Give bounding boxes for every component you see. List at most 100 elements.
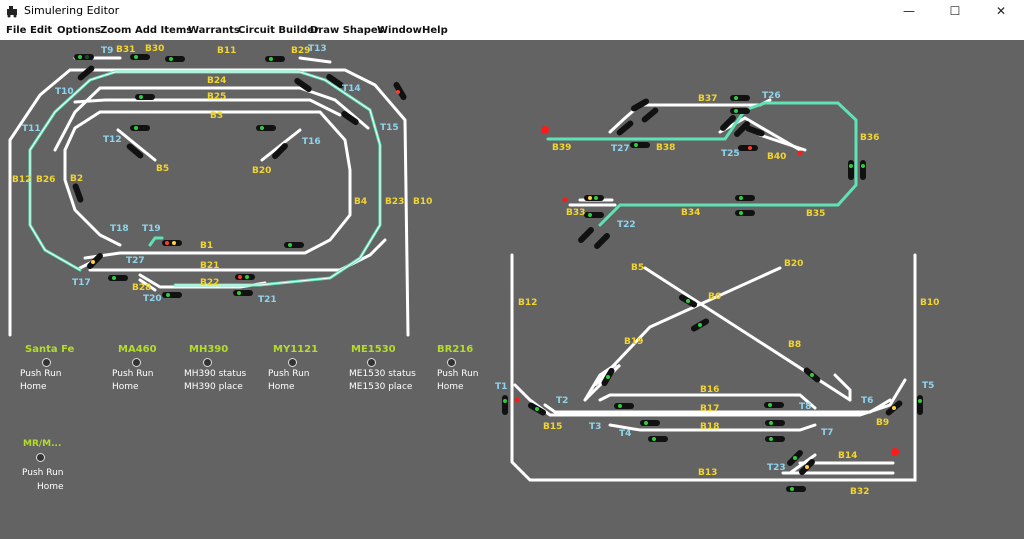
menu-zoom[interactable]: Zoom — [100, 25, 132, 36]
block-label[interactable]: B3 — [210, 111, 223, 121]
turnout-label[interactable]: T5 — [922, 381, 934, 391]
turnout-label[interactable]: T21 — [258, 295, 277, 305]
turnout-label[interactable]: T8 — [799, 402, 811, 412]
block-label[interactable]: B4 — [354, 197, 367, 207]
block-label[interactable]: B39 — [552, 143, 571, 153]
block-label[interactable]: B18 — [700, 422, 719, 432]
menu-add-items[interactable]: Add Items — [135, 25, 193, 36]
turnout-label[interactable]: T18 — [110, 224, 129, 234]
loco-indicator-icon[interactable] — [36, 453, 45, 462]
block-label[interactable]: B6 — [708, 292, 721, 302]
turnout-label[interactable]: T3 — [589, 422, 601, 432]
loco-panel-santa-fe[interactable]: Santa Fe Push Run Home — [18, 340, 98, 400]
loco-panel-my1121[interactable]: MY1121 Push Run Home — [266, 340, 336, 400]
loco-line[interactable]: Push Run — [112, 369, 154, 379]
menu-warrants[interactable]: Warrants — [188, 25, 240, 36]
menu-draw-shapes[interactable]: Draw Shapes — [310, 25, 384, 36]
block-label[interactable]: B5 — [156, 164, 169, 174]
loco-line[interactable]: Push Run — [22, 468, 64, 478]
block-label[interactable]: B26 — [36, 175, 55, 185]
loco-indicator-icon[interactable] — [203, 358, 212, 367]
block-label[interactable]: B17 — [700, 404, 719, 414]
block-label[interactable]: B38 — [656, 143, 675, 153]
loco-panel-me1530[interactable]: ME1530 ME1530 status ME1530 place — [347, 340, 427, 400]
turnout-label[interactable]: T15 — [380, 123, 399, 133]
close-button[interactable]: ✕ — [995, 4, 1007, 18]
loco-line[interactable]: ME1530 status — [349, 369, 416, 379]
loco-indicator-icon[interactable] — [447, 358, 456, 367]
block-label[interactable]: B1 — [200, 241, 213, 251]
block-label[interactable]: B31 — [116, 45, 135, 55]
block-label[interactable]: B16 — [700, 385, 719, 395]
turnout-label[interactable]: T9 — [101, 46, 113, 56]
turnout-label[interactable]: T16 — [302, 137, 321, 147]
loco-line[interactable]: MH390 status — [184, 369, 247, 379]
loco-indicator-icon[interactable] — [132, 358, 141, 367]
block-label[interactable]: B10 — [413, 197, 432, 207]
loco-line[interactable]: Push Run — [20, 369, 62, 379]
menu-edit[interactable]: Edit — [30, 25, 53, 36]
loco-line[interactable]: Push Run — [437, 369, 479, 379]
turnout-label[interactable]: T26 — [762, 91, 781, 101]
block-label[interactable]: B13 — [698, 468, 717, 478]
block-label[interactable]: B20 — [784, 259, 803, 269]
turnout-label[interactable]: T11 — [22, 124, 41, 134]
block-label[interactable]: B8 — [788, 340, 801, 350]
turnout-label[interactable]: T14 — [342, 84, 361, 94]
loco-panel-br216[interactable]: BR216 Push Run Home — [435, 340, 505, 400]
loco-indicator-icon[interactable] — [288, 358, 297, 367]
turnout-label[interactable]: T7 — [821, 428, 833, 438]
block-label[interactable]: B36 — [860, 133, 879, 143]
block-label[interactable]: B24 — [207, 76, 226, 86]
menu-circuit-builder[interactable]: Circuit Builder — [238, 25, 319, 36]
loco-line[interactable]: Push Run — [268, 369, 310, 379]
block-label[interactable]: B30 — [145, 44, 164, 54]
block-label[interactable]: B32 — [850, 487, 869, 497]
loco-line[interactable]: Home — [112, 382, 139, 392]
block-label[interactable]: B14 — [838, 451, 857, 461]
turnout-label[interactable]: T23 — [767, 463, 786, 473]
loco-line[interactable]: MH390 place — [184, 382, 243, 392]
block-label[interactable]: B12 — [12, 175, 31, 185]
block-label[interactable]: B2 — [70, 174, 83, 184]
turnout-label[interactable]: T27 — [126, 256, 145, 266]
turnout-label[interactable]: T10 — [55, 87, 74, 97]
loco-line[interactable]: Home — [437, 382, 464, 392]
block-label[interactable]: B21 — [200, 261, 219, 271]
menu-options[interactable]: Options — [57, 25, 101, 36]
block-label[interactable]: B10 — [920, 298, 939, 308]
block-label[interactable]: B9 — [876, 418, 889, 428]
menu-window[interactable]: Window — [377, 25, 422, 36]
loco-indicator-icon[interactable] — [42, 358, 51, 367]
loco-line[interactable]: Home — [268, 382, 295, 392]
block-label[interactable]: B19 — [624, 337, 643, 347]
minimize-button[interactable]: — — [903, 4, 915, 18]
block-label[interactable]: B34 — [681, 208, 700, 218]
turnout-label[interactable]: T20 — [143, 294, 162, 304]
block-label[interactable]: B28 — [132, 283, 151, 293]
block-label[interactable]: B25 — [207, 92, 226, 102]
block-label[interactable]: B37 — [698, 94, 717, 104]
turnout-label[interactable]: T4 — [619, 429, 631, 439]
block-label[interactable]: B33 — [566, 208, 585, 218]
block-label[interactable]: B29 — [291, 46, 310, 56]
block-label[interactable]: B15 — [543, 422, 562, 432]
loco-panel-mr[interactable]: MR/M... Push Run Home — [20, 435, 100, 495]
turnout-label[interactable]: T13 — [308, 44, 327, 54]
loco-line[interactable]: ME1530 place — [349, 382, 413, 392]
maximize-button[interactable]: ☐ — [949, 4, 961, 18]
block-label[interactable]: B40 — [767, 152, 786, 162]
layout-canvas[interactable]: B31 B30 B11 B29 B24 B25 B3 B12 B26 B2 B5… — [0, 40, 1024, 539]
turnout-label[interactable]: T22 — [617, 220, 636, 230]
turnout-label[interactable]: T12 — [103, 135, 122, 145]
block-label[interactable]: B11 — [217, 46, 236, 56]
block-label[interactable]: B12 — [518, 298, 537, 308]
turnout-label[interactable]: T6 — [861, 396, 873, 406]
block-label[interactable]: B20 — [252, 166, 271, 176]
loco-indicator-icon[interactable] — [367, 358, 376, 367]
loco-panel-mh390[interactable]: MH390 MH390 status MH390 place — [183, 340, 263, 400]
menu-file[interactable]: File — [6, 25, 27, 36]
turnout-label[interactable]: T27 — [611, 144, 630, 154]
block-label[interactable]: B35 — [806, 209, 825, 219]
block-label[interactable]: B5 — [631, 263, 644, 273]
